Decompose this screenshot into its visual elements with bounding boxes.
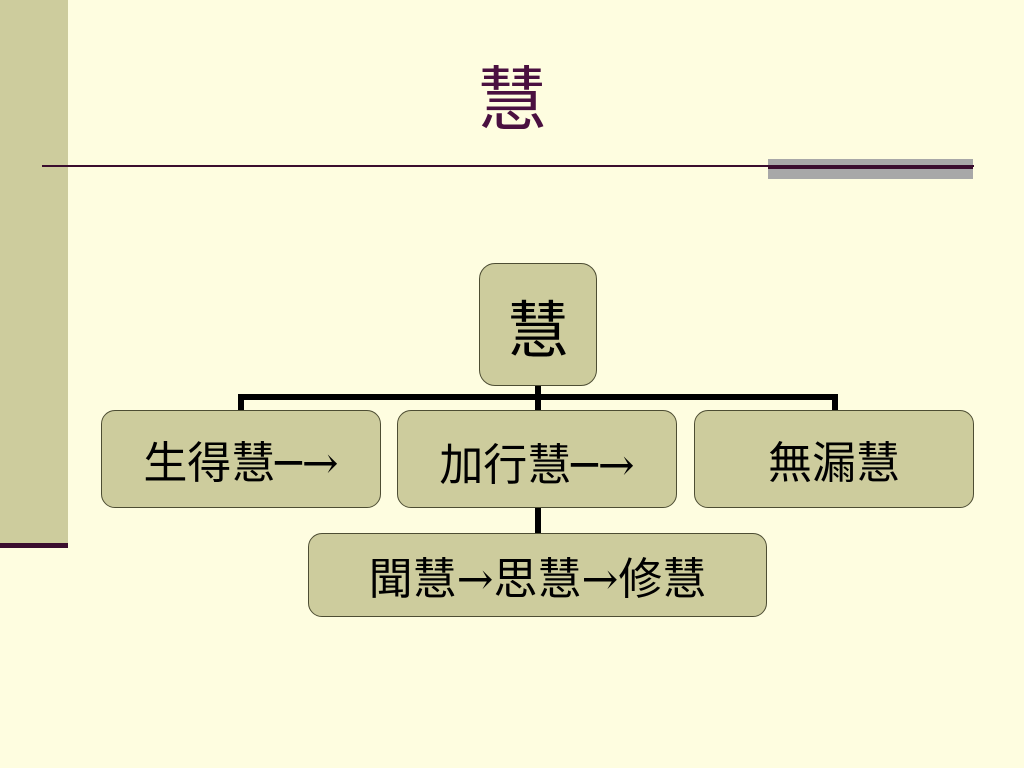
node-root: 慧 [479,263,597,386]
connector-root-down [535,385,541,399]
node-sub-child: 聞慧→思慧→修慧 [308,533,767,617]
connector-middle-to-sub [535,507,541,534]
title-divider [42,165,974,167]
connector-right-drop [832,394,838,411]
node-child-1: 生得慧─→ [101,410,381,508]
side-decoration-bar [0,0,68,548]
title-accent-bar [768,159,973,179]
node-child-2: 加行慧─→ [397,410,677,508]
side-decoration-line [0,543,68,548]
title-accent-line [768,165,973,169]
connector-left-drop [238,394,244,411]
connector-middle-drop [535,394,541,411]
slide-title: 慧 [477,59,547,141]
node-child-3: 無漏慧 [694,410,974,508]
